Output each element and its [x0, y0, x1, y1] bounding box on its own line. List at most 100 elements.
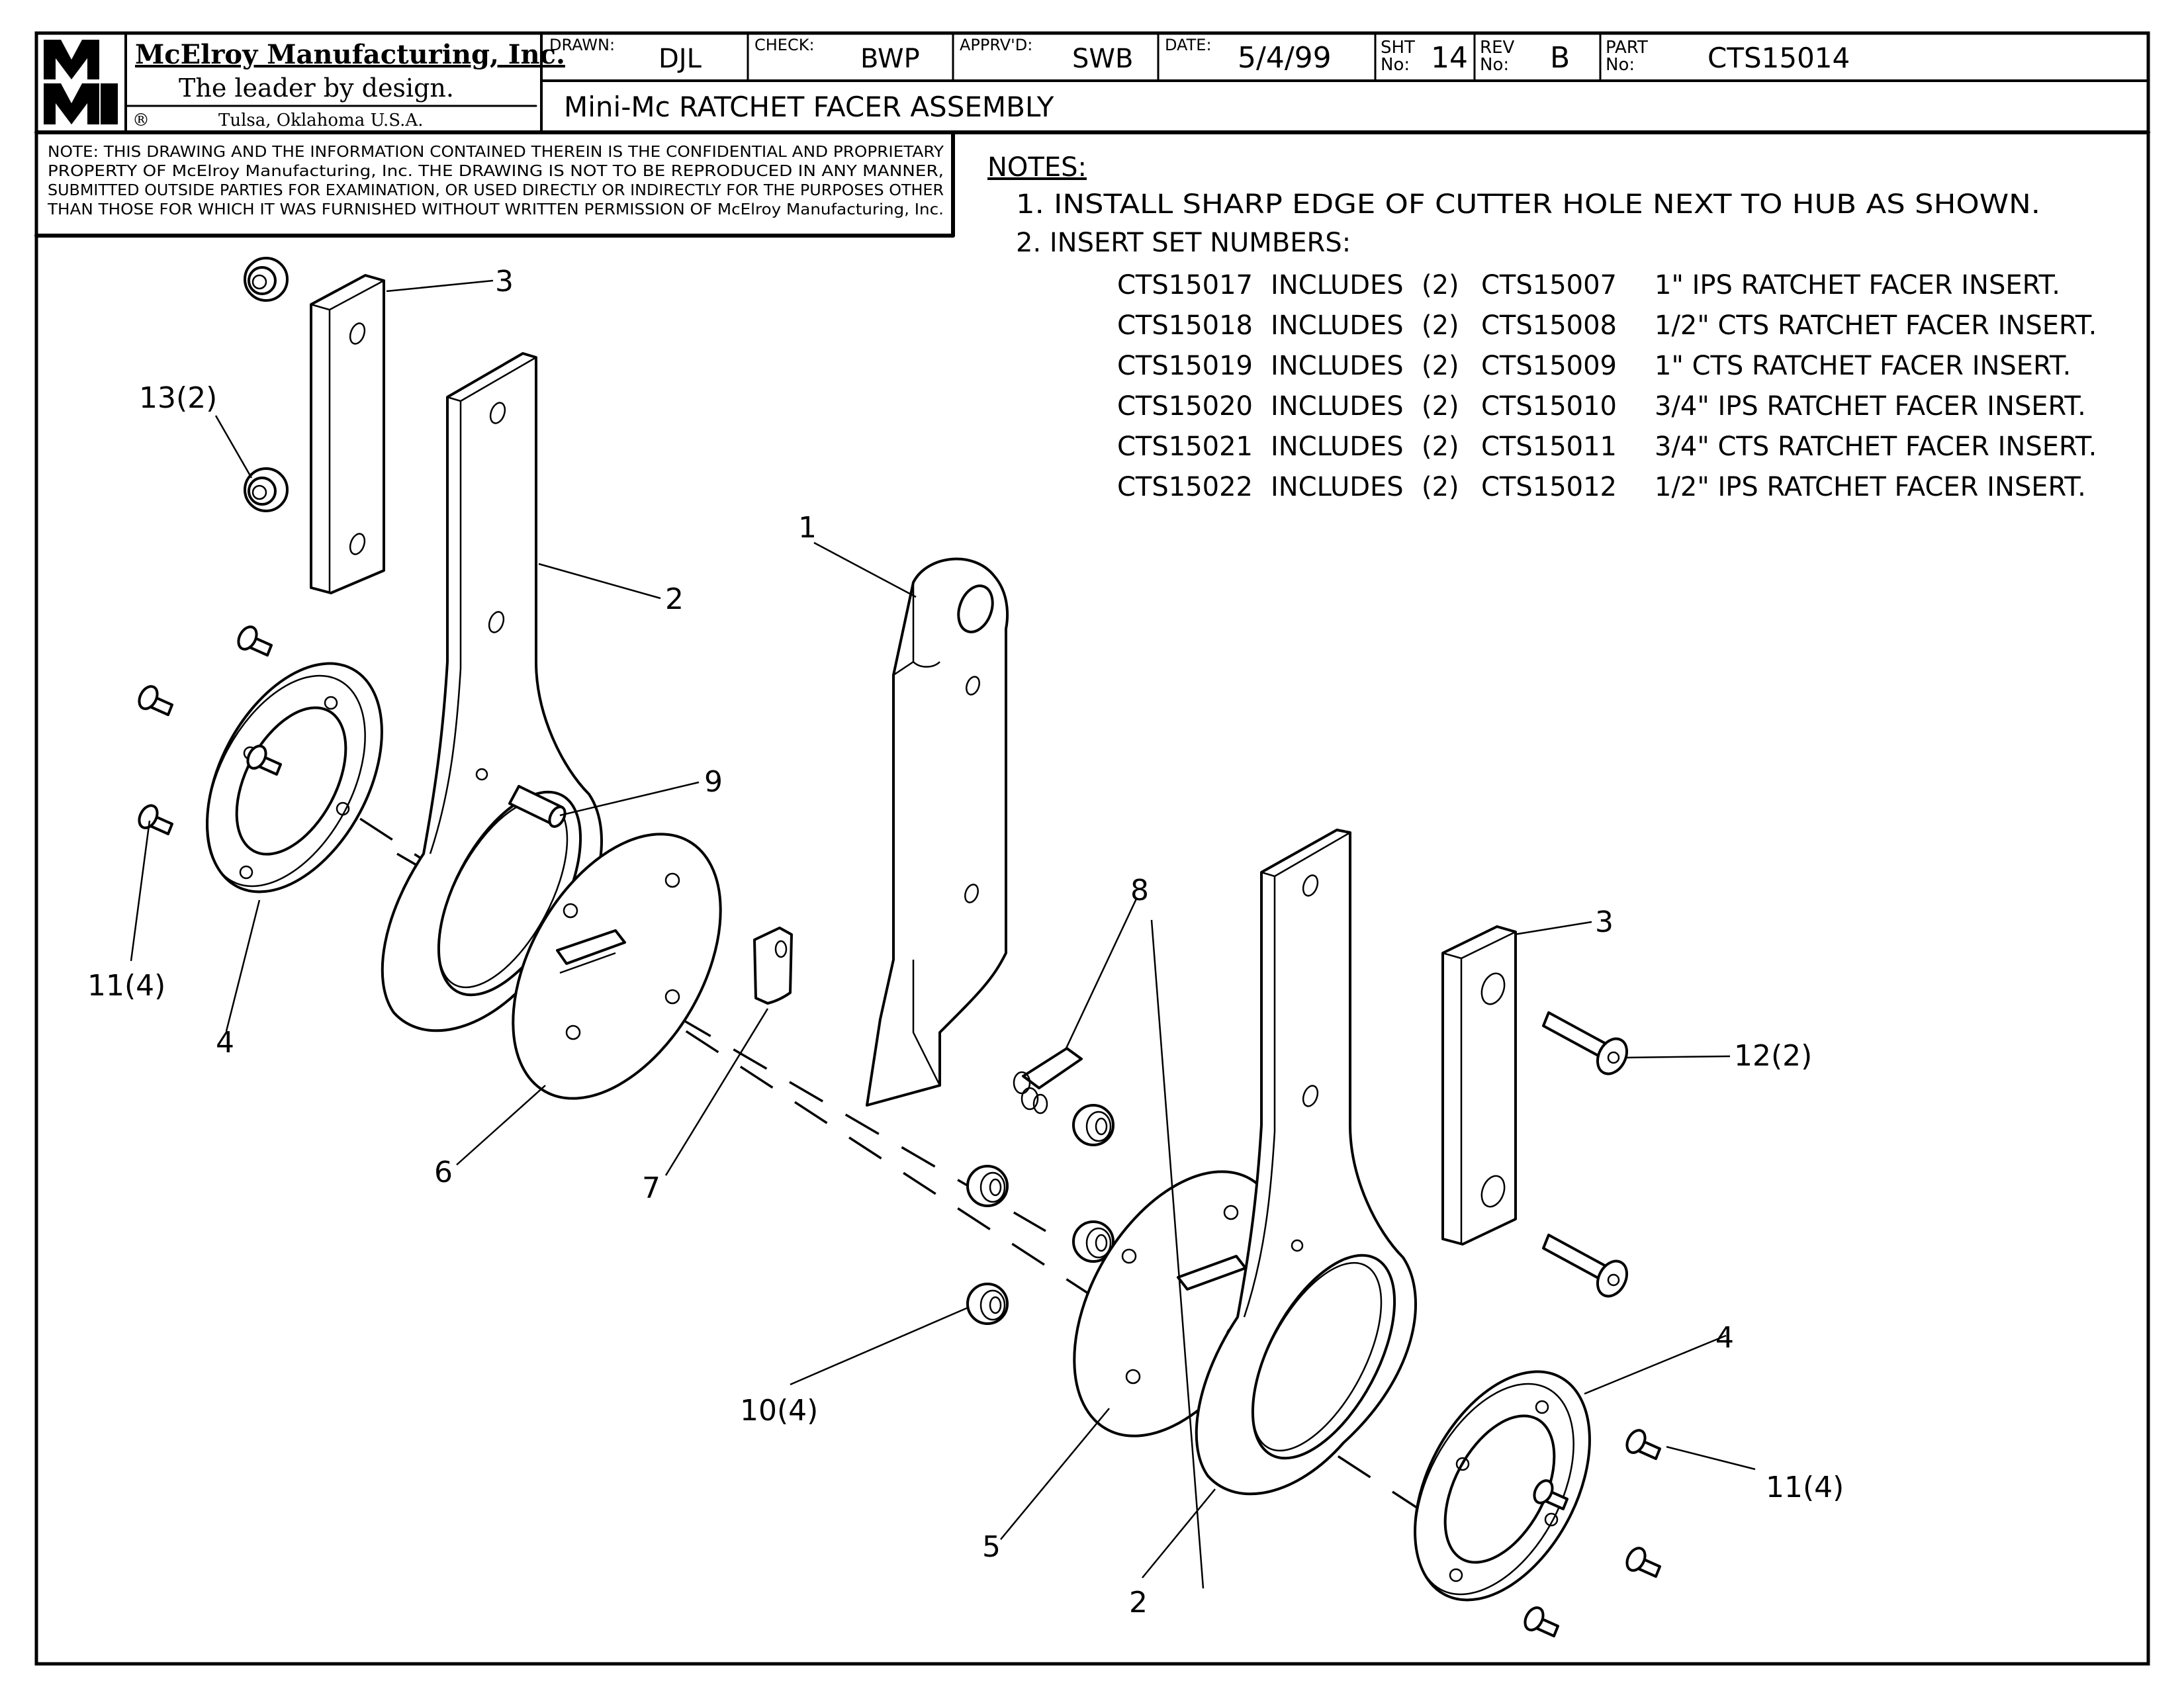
insert-set-row: CTS15020 INCLUDES (2) CTS15010 3/4" IPS …: [1117, 391, 2086, 422]
callout-9: 9: [704, 765, 723, 799]
part-12-bolt: [1542, 1234, 1629, 1298]
confidential-line-1: NOTE: THIS DRAWING AND THE INFORMATION C…: [48, 144, 944, 161]
check-value: BWP: [860, 44, 920, 74]
part-10-bushing: [966, 1165, 1009, 1207]
callout-11-lower: 11(4): [1766, 1471, 1844, 1504]
insert-description: 1" IPS RATCHET FACER INSERT.: [1655, 270, 2060, 300]
insert-set-includes: INCLUDES: [1271, 351, 1404, 381]
insert-set-number: CTS15021: [1117, 432, 1253, 462]
part-3-backing-bar-lower: [1441, 925, 1517, 1246]
insert-part-number: CTS15008: [1481, 310, 1617, 341]
insert-set-includes: INCLUDES: [1271, 432, 1404, 462]
note-2: 2. INSERT SET NUMBERS:: [1016, 228, 1351, 258]
confidential-line-3: SUBMITTED OUTSIDE PARTIES FOR EXAMINATIO…: [48, 182, 944, 199]
part-12-bolt: [1542, 1011, 1629, 1075]
insert-part-number: CTS15009: [1481, 351, 1617, 381]
insert-set-includes: INCLUDES: [1271, 472, 1404, 502]
mmi-logo: [42, 38, 121, 128]
company-name: McElroy Manufacturing, Inc.: [135, 39, 565, 70]
callout-4-lower: 4: [1715, 1321, 1734, 1355]
part-8-spring: [1013, 1047, 1083, 1115]
callout-11-upper: 11(4): [87, 969, 165, 1003]
part-6-cutter-plate: [512, 833, 722, 1100]
notes-heading: NOTES:: [987, 152, 1087, 183]
note-1: 1. INSTALL SHARP EDGE OF CUTTER HOLE NEX…: [1016, 189, 2040, 220]
callout-6: 6: [434, 1156, 453, 1189]
callout-2-lower: 2: [1129, 1586, 1148, 1619]
sheet-label-2: No:: [1381, 55, 1410, 75]
insert-part-number: CTS15012: [1481, 472, 1617, 502]
sheet-label-1: SHT: [1381, 38, 1415, 58]
part-4-hub-ring-lower: [1414, 1370, 1591, 1602]
exploded-assembly-view: [130, 257, 1756, 1637]
insert-set-number: CTS15018: [1117, 310, 1253, 341]
insert-set-row: CTS15018 INCLUDES (2) CTS15008 1/2" CTS …: [1117, 310, 2097, 341]
insert-set-qty: (2): [1422, 472, 1459, 502]
insert-set-number: CTS15019: [1117, 351, 1253, 381]
part-label-1: PART: [1606, 38, 1648, 58]
part-11-screw: [1533, 1479, 1569, 1510]
registered-mark: ®: [132, 111, 150, 130]
part-11-screw: [138, 804, 173, 835]
date-label: DATE:: [1165, 36, 1212, 54]
insert-set-row: CTS15021 INCLUDES (2) CTS15011 3/4" CTS …: [1117, 432, 2097, 462]
drawn-label: DRAWN:: [549, 36, 615, 54]
callout-3-upper: 3: [495, 265, 514, 298]
part-13-nut-lower: [244, 467, 289, 512]
callout-3-lower: 3: [1595, 905, 1614, 939]
insert-description: 1/2" CTS RATCHET FACER INSERT.: [1655, 310, 2097, 341]
insert-description: 1" CTS RATCHET FACER INSERT.: [1655, 351, 2071, 381]
confidential-line-2: PROPERTY OF McElroy Manufacturing, Inc. …: [48, 163, 944, 180]
callout-labels: 1 2 2 3 3 4 4 5 6 7 8 9 10(4) 11(4) 11(4…: [87, 265, 1844, 1619]
company-slogan: The leader by design.: [179, 73, 454, 103]
part-10-bushing: [966, 1283, 1009, 1325]
insert-set-qty: (2): [1422, 432, 1459, 462]
notes-section: NOTES: 1. INSTALL SHARP EDGE OF CUTTER H…: [987, 152, 2097, 502]
insert-set-row: CTS15022 INCLUDES (2) CTS15012 1/2" IPS …: [1117, 472, 2086, 502]
part-11-screw: [246, 745, 282, 776]
callout-13: 13(2): [139, 381, 217, 415]
insert-part-number: CTS15010: [1481, 391, 1617, 422]
insert-set-table: CTS15017 INCLUDES (2) CTS15007 1" IPS RA…: [1117, 270, 2097, 502]
insert-part-number: CTS15011: [1481, 432, 1617, 462]
apprvd-label: APPRV'D:: [960, 36, 1032, 54]
company-location: Tulsa, Oklahoma U.S.A.: [218, 111, 423, 130]
check-label: CHECK:: [754, 36, 815, 54]
apprvd-value: SWB: [1072, 44, 1133, 74]
insert-set-includes: INCLUDES: [1271, 270, 1404, 300]
part-13-nut-upper: [244, 257, 289, 302]
part-number: CTS15014: [1707, 42, 1850, 74]
insert-set-qty: (2): [1422, 270, 1459, 300]
insert-set-row: CTS15019 INCLUDES (2) CTS15009 1" CTS RA…: [1117, 351, 2071, 381]
insert-set-qty: (2): [1422, 391, 1459, 422]
insert-set-qty: (2): [1422, 310, 1459, 341]
rev-label-1: REV: [1480, 38, 1514, 58]
drawn-value: DJL: [659, 44, 702, 74]
sheet-number: 14: [1431, 41, 1468, 75]
part-10-bushing: [1072, 1220, 1115, 1263]
part-label-2: No:: [1606, 55, 1635, 75]
callout-4-upper: 4: [216, 1026, 234, 1060]
callout-1: 1: [798, 511, 817, 545]
callout-2-upper: 2: [665, 582, 684, 616]
insert-description: 3/4" CTS RATCHET FACER INSERT.: [1655, 432, 2097, 462]
drawing-border: [34, 31, 2150, 1666]
part-11-screw: [138, 685, 173, 716]
part-3-backing-bar-upper: [310, 274, 385, 594]
confidential-line-4: THAN THOSE FOR WHICH IT WAS FURNISHED WI…: [47, 201, 944, 218]
insert-set-includes: INCLUDES: [1271, 391, 1404, 422]
part-11-screw: [1625, 1429, 1661, 1460]
part-2-arm-lower: [1195, 829, 1417, 1496]
callout-8: 8: [1130, 874, 1149, 907]
rev-value: B: [1550, 41, 1570, 75]
insert-set-number: CTS15022: [1117, 472, 1253, 502]
part-2-arm-upper: [381, 352, 603, 1032]
insert-set-qty: (2): [1422, 351, 1459, 381]
rev-label-2: No:: [1480, 55, 1509, 75]
insert-part-number: CTS15007: [1481, 270, 1617, 300]
insert-description: 3/4" IPS RATCHET FACER INSERT.: [1655, 391, 2086, 422]
part-4-hub-ring-upper: [206, 662, 383, 893]
title-block: McElroy Manufacturing, Inc. The leader b…: [34, 32, 2150, 134]
insert-set-number: CTS15020: [1117, 391, 1253, 422]
